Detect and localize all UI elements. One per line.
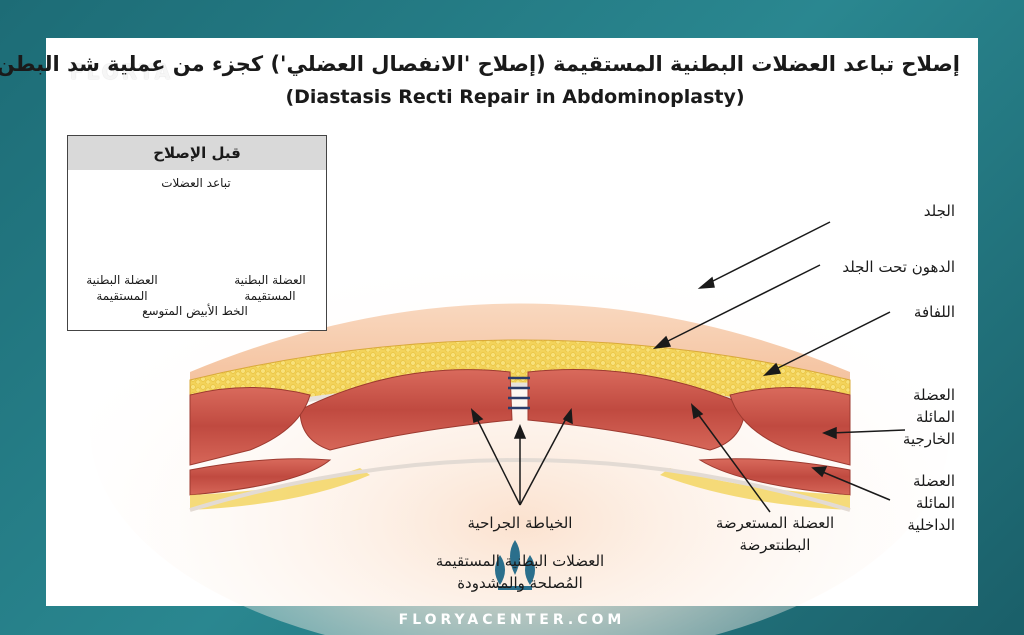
external-oblique-left [189, 387, 311, 466]
inset-header: قبل الإصلاح [68, 136, 326, 170]
rectus-muscle-left [299, 369, 513, 451]
watermark-brand: FLORYA [70, 60, 174, 84]
label-sutures: الخياطة الجراحية [467, 514, 573, 532]
label-external-oblique: العضلة المائلة الخارجية [902, 386, 955, 448]
label-skin: الجلد [923, 202, 955, 220]
surgical-sutures [508, 376, 530, 410]
inset-gap-label: تباعد العضلات [161, 176, 231, 190]
florya-logo-icon [495, 540, 535, 590]
deep-fat-right [660, 468, 850, 510]
external-oblique-right [729, 387, 851, 466]
internal-oblique-left [189, 458, 332, 496]
label-internal-oblique: العضلة المائلة الداخلية [907, 472, 955, 534]
leader-lines [470, 221, 906, 513]
inset-before-repair: قبل الإصلاح [67, 135, 327, 331]
label-transversus: العضلة المستعرضة البطنتعرضة [715, 514, 835, 554]
watermark-sub: CENTER [120, 84, 176, 95]
label-fat: الدهون تحت الجلد [842, 258, 955, 276]
inset-right-muscle-label: العضلة البطنية المستقيمة [234, 273, 306, 303]
inset-left-muscle-label: العضلة البطنية المستقيمة [86, 273, 158, 303]
rectus-muscle-right [527, 368, 746, 451]
title-arabic: إصلاح تباعد العضلات البطنية المستقيمة (إ… [0, 52, 960, 76]
title-english: (Diastasis Recti Repair in Abdominoplast… [285, 86, 745, 108]
label-fascia: اللفافة [913, 303, 955, 321]
inset-linea-alba-label: الخط الأبيض المتوسع [142, 304, 248, 318]
footer-website: FLORYACENTER.COM [398, 612, 626, 628]
label-repaired-recti: العضلات البطنية المستقيمة المُصلحة والمش… [435, 552, 605, 592]
